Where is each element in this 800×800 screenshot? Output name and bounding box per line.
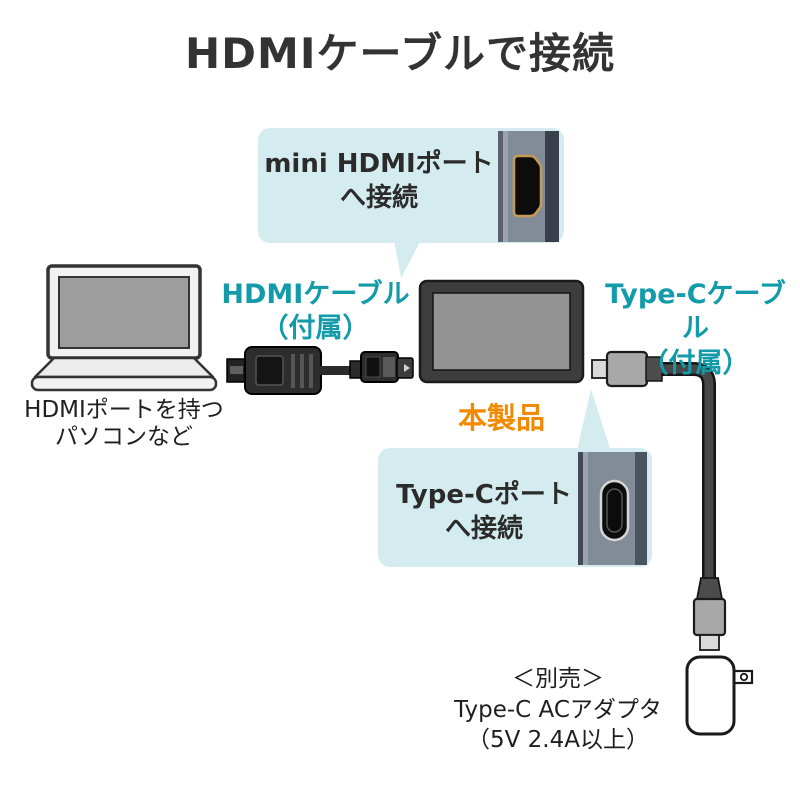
- laptop-illustration: [30, 264, 218, 392]
- hdmi-cable-illustration: [226, 346, 414, 395]
- product-label: 本製品: [457, 401, 545, 435]
- typec-callout-pointer: [576, 389, 612, 455]
- laptop-caption: HDMIポートを持つ パソコンなど: [24, 397, 224, 451]
- hdmi-cable-label: HDMIケーブル （付属）: [221, 279, 410, 345]
- product-monitor-illustration: [418, 279, 585, 384]
- page-title: HDMIケーブルで接続: [185, 29, 615, 78]
- mini-hdmi-callout-box: [258, 128, 564, 243]
- mini-hdmi-callout-pointer: [394, 240, 421, 278]
- typec-cable-label: Type-Cケーブル （付属）: [605, 279, 786, 379]
- ac-adapter-illustration: [685, 655, 754, 736]
- typec-callout-box: [378, 448, 652, 567]
- ac-adapter-caption: ＜別売＞ Type-C ACアダプタ （5V 2.4A以上）: [454, 666, 662, 754]
